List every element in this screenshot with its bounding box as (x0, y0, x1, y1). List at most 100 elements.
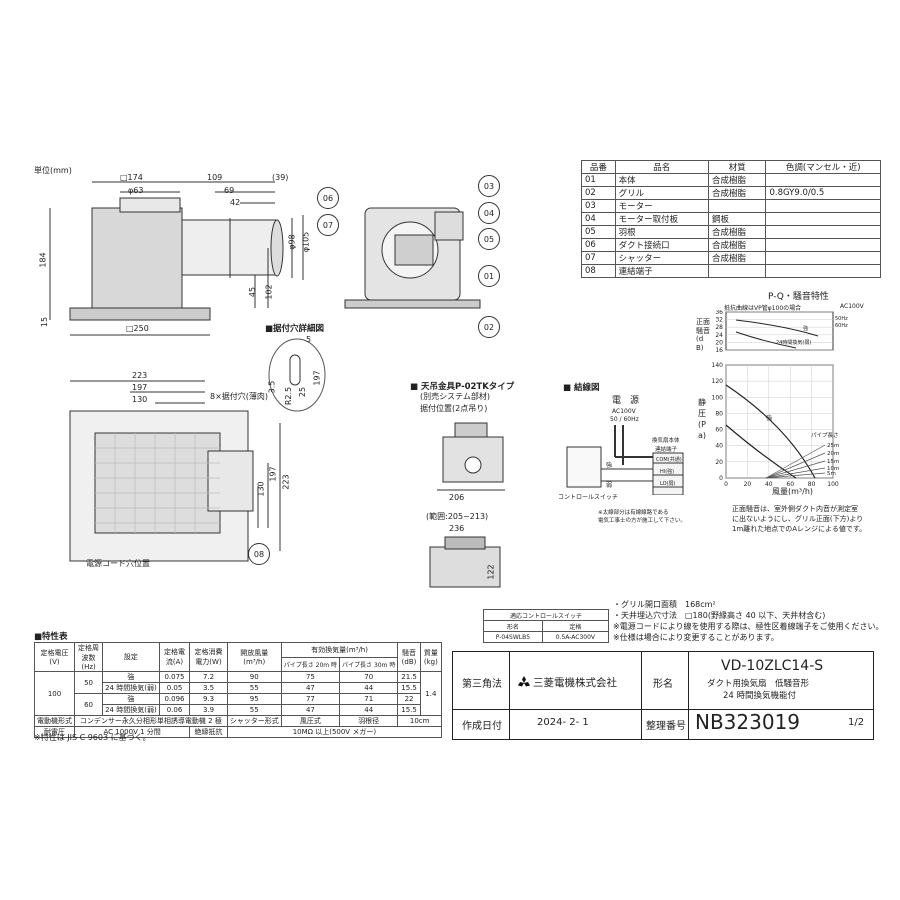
ceiling-bracket-drawing (437, 422, 505, 491)
pipe-length-label: 5m (827, 471, 836, 477)
note-line: ・グリル開口面積 168cm² (613, 600, 716, 609)
switch-cell: P-04SWLB5 (483, 631, 543, 643)
wiring-com: COM(共通) (656, 457, 682, 463)
callout-01: 01 (478, 265, 500, 287)
x-tick-label: 80 (808, 481, 816, 488)
resistance-line (765, 460, 826, 479)
model-desc1: ダクト用換気扇 低騒音形 (707, 679, 810, 689)
parts-cell: 0.8GY9.0/0.5 (765, 186, 881, 200)
spec-cell: 21.5 (397, 671, 421, 683)
spec-cell: 風圧式 (280, 715, 341, 727)
spec-row: 耐電圧 AC 1000V 1 分間 絶縁抵抗 10MΩ 以上(500V メガー) (34, 726, 443, 738)
spec-cell: 10cm (397, 715, 442, 727)
noise-strong-label: 強 (803, 325, 808, 332)
pressure-tick-label: 100 (712, 394, 724, 401)
spec-header: パイプ長さ 30m 時 (339, 656, 399, 673)
spec-row: 24 時間換気(弱) 0.06 3.9 55 47 44 15.5 (35, 704, 442, 716)
spec-table: 定格電圧(V) 定格周波数(Hz) 設定 定格電流(A) 定格消費電力(W) 開… (34, 642, 443, 738)
spec-row: 電動機形式 コンデンサー永久分相形単相誘導電動機 2 極 シャッター形式 風圧式… (34, 715, 442, 727)
wiring-lo: LO(弱) (660, 481, 676, 487)
noise-curve-strong (735, 319, 819, 337)
chart-note-line: 1m離れた地点でのAレンジによる値です。 (732, 525, 867, 533)
projection-label: 第三角法 (462, 679, 502, 690)
spec-header: 定格周波数(Hz) (73, 642, 104, 672)
note-line: ・天井埋込穴寸法 □180(野縁高さ 40 以下、天井材含む) (613, 611, 826, 620)
plan-view-drawing (69, 380, 281, 562)
dim-v197: 197 (268, 466, 278, 482)
callout-04: 04 (478, 202, 500, 224)
parts-cell: 鋼板 (707, 212, 767, 226)
parts-cell: 本体 (614, 173, 709, 187)
switch-cell: 0.5A-AC300V (541, 631, 610, 643)
wiring-strong: 強 (606, 462, 613, 469)
x-tick-label: 20 (744, 481, 752, 488)
pq-curve-strong (725, 384, 816, 479)
spec-cell: 15.5 (397, 704, 421, 716)
wiring-note2: 電気工事士の方が施工して下さい。 (598, 518, 686, 524)
switch-header: 定格 (541, 620, 610, 632)
dim-42: 42 (230, 198, 241, 207)
dim-phi105: φ105 (301, 231, 311, 253)
callout-08: 08 (248, 543, 270, 565)
spec-row: 100 50 強 0.075 7.2 90 75 70 21.5 1.4 (34, 671, 443, 716)
pressure-tick-label: 140 (712, 362, 724, 369)
spec-cell: 22 (397, 693, 421, 705)
title-block: 第三角法 三菱電機株式会社 形名 VD-10ZLC14-S ダクト用換気扇 低騒… (452, 651, 874, 740)
spec-cell: 絶縁抵抗 (189, 726, 228, 738)
callout-07: 07 (317, 214, 339, 236)
switch-header: 形名 (483, 620, 543, 632)
spec-row: 24 時間換気(弱) 0.05 3.5 55 47 44 15.5 (35, 682, 442, 694)
date-label: 作成日付 (462, 721, 502, 732)
spec-cell: 70 (339, 671, 399, 683)
spec-cell: 羽根径 (339, 715, 399, 727)
parts-cell: 合成樹脂 (707, 225, 767, 239)
spec-cell: 60 (73, 693, 104, 716)
noise-tick-label: 20 (715, 339, 723, 346)
detail-hole-drawing (268, 338, 326, 412)
spec-cell: AC 1000V 1 分間 (73, 726, 191, 738)
pq-ac: AC100V (840, 303, 864, 310)
spec-cell: 15.5 (397, 682, 421, 694)
dim-236: 236 (449, 524, 465, 533)
parts-cell: シャッター (614, 251, 709, 265)
dim-174: □174 (120, 173, 143, 182)
dim-phi98: φ98 (287, 234, 297, 250)
dim-223: 223 (132, 371, 148, 380)
pressure-tick-label: 0 (719, 475, 723, 482)
spec-header: 有効換気量(m³/h) (280, 642, 399, 658)
spec-header-row: パイプ長さ 20m 時 パイプ長さ 30m 時 (35, 656, 442, 673)
callout-05: 05 (478, 228, 500, 250)
parts-header-row: 品番 品名 材質 色調(マンセル・近) (581, 160, 881, 174)
pipe-length-label: 25m (827, 443, 839, 449)
spec-cell: 3.9 (189, 704, 228, 716)
spec-cell: 強 (102, 671, 160, 683)
parts-cell (765, 251, 881, 265)
parts-cell: 05 (581, 225, 616, 239)
parts-cell (765, 225, 881, 239)
callout-03: 03 (478, 175, 500, 197)
model-number: VD-10ZLC14-S (721, 658, 824, 674)
spec-cell: 0.075 (158, 671, 191, 683)
model-desc2: 24 時間換気機能付 (723, 691, 797, 701)
dim-102: 102 (264, 284, 274, 300)
dim-184: 184 (38, 252, 48, 268)
section-drawing (344, 207, 481, 309)
ceiling-sub1: (別売システム部材) (420, 392, 491, 401)
spec-cell: 電動機形式 (34, 715, 75, 727)
parts-cell: モーター (614, 199, 709, 213)
noise-tick-label: 28 (715, 324, 723, 331)
pq-noise-label: 正面騒音(dB) (696, 318, 710, 352)
date-value: 2024- 2- 1 (537, 717, 589, 728)
dim-69: 69 (224, 186, 235, 195)
chart-note: 正面騒音は、室外側ダクト内音が測定室 に出ないようにし、グリル正面(下方)より … (732, 504, 866, 534)
pressure-tick-label: 40 (715, 443, 723, 450)
parts-cell (765, 212, 881, 226)
callout-02: 02 (478, 316, 500, 338)
spec-header: 開放風量(m³/h) (226, 642, 282, 672)
spec-cell: 77 (280, 693, 341, 705)
